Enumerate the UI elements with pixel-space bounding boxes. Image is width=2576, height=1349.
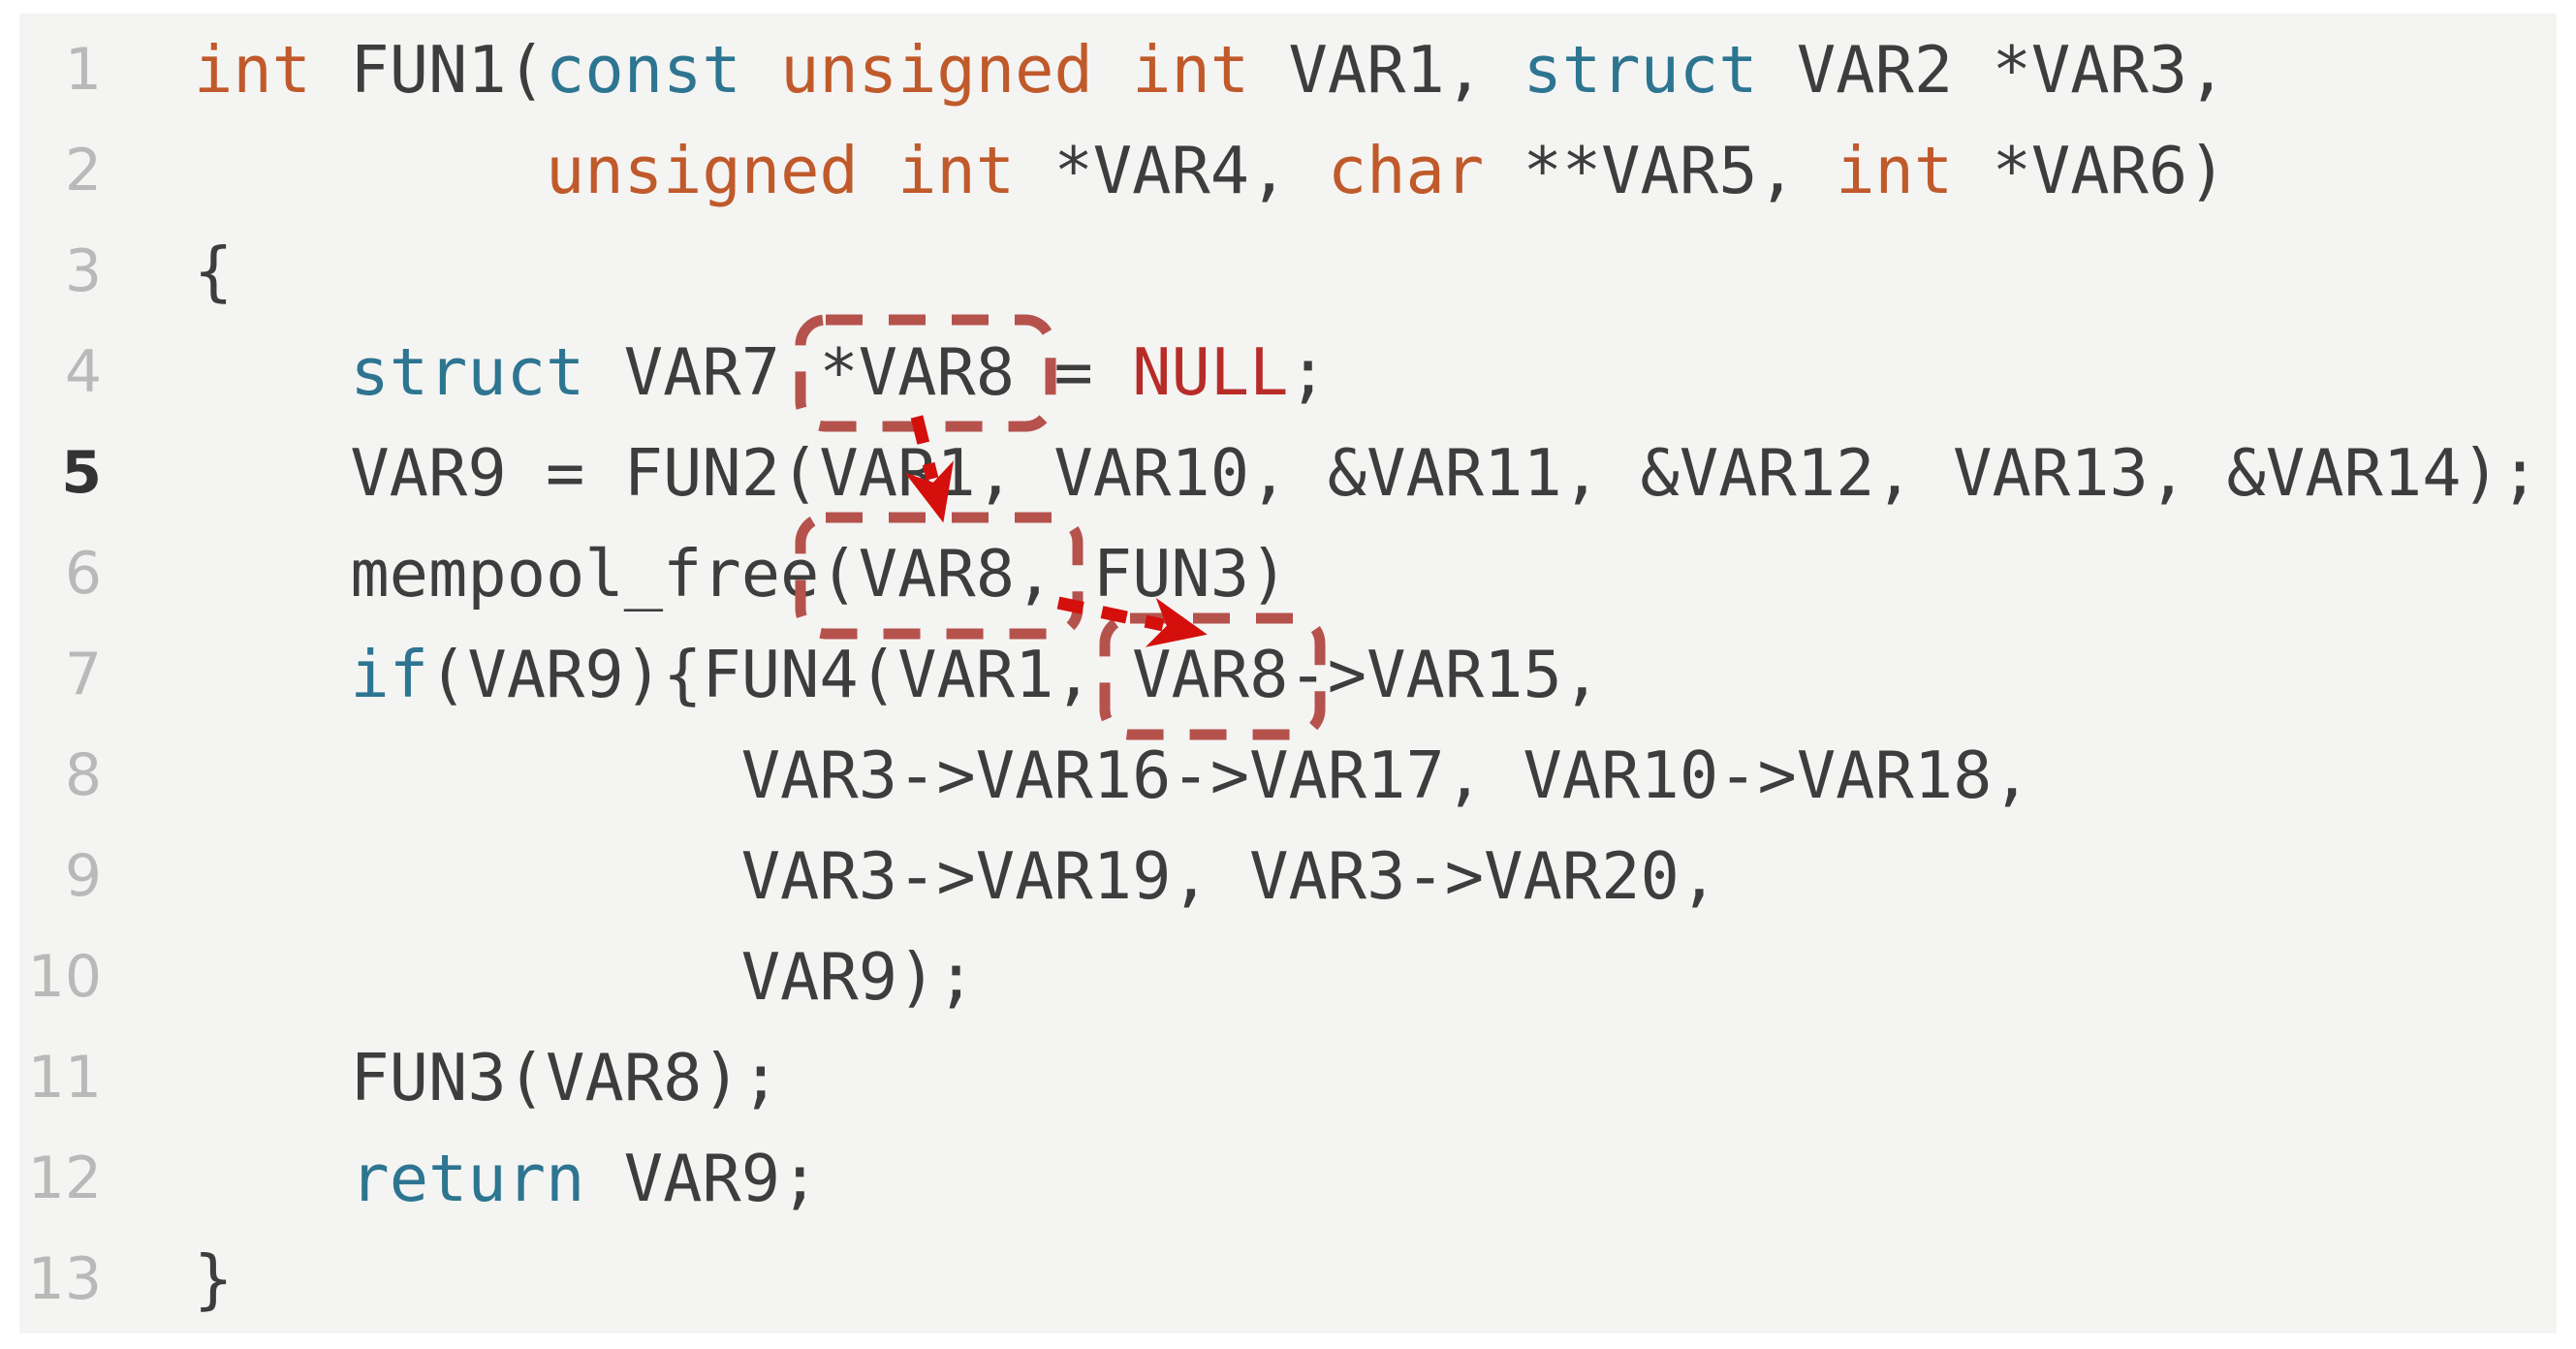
code-token: VAR2 *VAR3,	[1757, 32, 2227, 108]
code-text: return VAR9;	[194, 1141, 819, 1216]
code-text: VAR3->VAR19, VAR3->VAR20,	[194, 838, 1718, 914]
code-text: if(VAR9){FUN4(VAR1, VAR8->VAR15,	[194, 637, 1601, 712]
line-number: 4	[64, 338, 102, 406]
code-token	[194, 334, 350, 410]
code-lines: 1 int FUN1(const unsigned int VAR1, struc…	[19, 19, 2557, 1330]
code-line: 9 VAR3->VAR19, VAR3->VAR20,	[19, 826, 2557, 926]
code-token: char	[1327, 133, 1485, 208]
code-token: unsigned	[546, 133, 859, 208]
code-line: 4 struct VAR7 *VAR8 = NULL;	[19, 322, 2557, 423]
code-token: NULL	[1132, 334, 1289, 410]
code-line: 8 VAR3->VAR16->VAR17, VAR10->VAR18,	[19, 725, 2557, 826]
code-token: return	[350, 1141, 585, 1216]
code-token: *VAR6)	[1953, 133, 2227, 208]
line-number: 5	[61, 439, 102, 507]
code-text: VAR3->VAR16->VAR17, VAR10->VAR18,	[194, 737, 2031, 813]
line-number: 10	[27, 943, 102, 1011]
code-line: 2 unsigned int *VAR4, char **VAR5, int *…	[19, 120, 2557, 221]
code-token: VAR3->VAR19, VAR3->VAR20,	[194, 838, 1719, 914]
code-token: (VAR9){FUN4(VAR1, VAR8->VAR15,	[428, 637, 1602, 712]
line-number: 11	[27, 1044, 102, 1112]
line-number: 2	[64, 137, 102, 204]
code-line: 7 if(VAR9){FUN4(VAR1, VAR8->VAR15,	[19, 624, 2557, 725]
line-number: 6	[64, 540, 102, 608]
code-token: mempool_free(VAR8, FUN3)	[194, 536, 1289, 612]
code-token: ;	[1288, 334, 1328, 410]
line-number: 12	[27, 1145, 102, 1212]
line-number: 1	[64, 36, 102, 104]
code-line: 5 VAR9 = FUN2(VAR1, VAR10, &VAR11, &VAR1…	[19, 423, 2557, 523]
line-number: 13	[27, 1245, 102, 1313]
code-line: 12 return VAR9;	[19, 1128, 2557, 1229]
code-text: }	[194, 1241, 233, 1317]
code-token: struct	[1523, 32, 1758, 108]
code-text: {	[194, 234, 233, 309]
code-token: int	[194, 32, 312, 108]
line-number: 9	[64, 842, 102, 910]
code-token: int	[1132, 32, 1250, 108]
code-token: int	[897, 133, 1016, 208]
code-token: VAR3->VAR16->VAR17, VAR10->VAR18,	[194, 737, 2031, 813]
code-token: VAR1,	[1249, 32, 1524, 108]
line-number: 3	[64, 237, 102, 305]
code-line: 11 FUN3(VAR8);	[19, 1027, 2557, 1128]
code-token: {	[194, 234, 234, 309]
code-token: struct	[350, 334, 585, 410]
code-token: unsigned	[780, 32, 1093, 108]
code-token: *VAR4,	[1015, 133, 1328, 208]
code-token: **VAR5,	[1484, 133, 1837, 208]
line-number: 8	[64, 741, 102, 809]
code-token: VAR9 = FUN2(VAR1, VAR10, &VAR11, &VAR12,…	[194, 435, 2540, 511]
code-line: 3{	[19, 221, 2557, 322]
code-token	[194, 133, 546, 208]
code-line: 6 mempool_free(VAR8, FUN3)	[19, 523, 2557, 624]
code-token	[194, 637, 350, 712]
code-text: struct VAR7 *VAR8 = NULL;	[194, 334, 1328, 410]
code-text: unsigned int *VAR4, char **VAR5, int *VA…	[194, 133, 2227, 208]
line-number: 7	[64, 641, 102, 708]
code-token: const	[546, 32, 741, 108]
code-line: 10 VAR9);	[19, 926, 2557, 1027]
code-line: 13}	[19, 1229, 2557, 1330]
code-token: FUN1(	[311, 32, 547, 108]
code-text: mempool_free(VAR8, FUN3)	[194, 536, 1288, 612]
code-token: VAR9;	[584, 1141, 820, 1216]
code-token: FUN3(VAR8);	[194, 1040, 781, 1115]
code-token	[194, 1141, 350, 1216]
code-token	[1093, 32, 1132, 108]
code-text: FUN3(VAR8);	[194, 1040, 780, 1115]
code-token: if	[350, 637, 429, 712]
code-panel: 1 int FUN1(const unsigned int VAR1, struc…	[19, 14, 2557, 1333]
code-token: VAR9);	[194, 939, 976, 1015]
code-token: VAR7 *VAR8 =	[584, 334, 1133, 410]
code-text: int FUN1(const unsigned int VAR1, struct…	[194, 32, 2227, 108]
code-line: 1 int FUN1(const unsigned int VAR1, struc…	[19, 19, 2557, 120]
code-token	[741, 32, 780, 108]
code-token: int	[1836, 133, 1954, 208]
code-text: VAR9 = FUN2(VAR1, VAR10, &VAR11, &VAR12,…	[194, 435, 2539, 511]
code-token: }	[194, 1241, 234, 1317]
code-text: VAR9);	[194, 939, 976, 1015]
code-token	[859, 133, 897, 208]
